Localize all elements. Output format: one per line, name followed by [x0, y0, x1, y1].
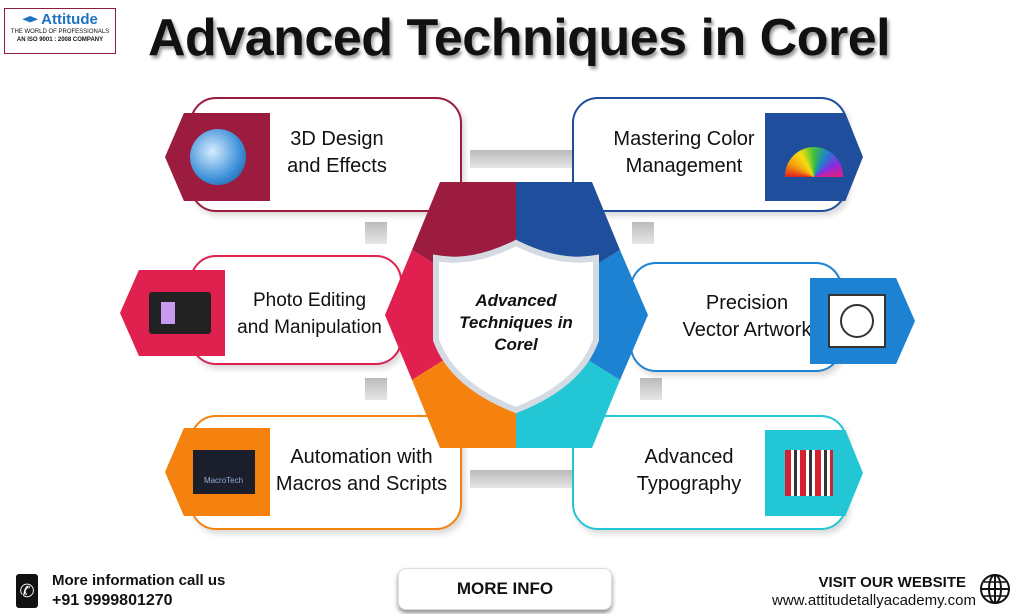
card-title-line: Macros and Scripts: [275, 473, 448, 495]
connector: [365, 222, 387, 244]
icon-tab-photo: [120, 270, 225, 356]
card-title-line: 3D Design: [290, 128, 384, 150]
icon-tab-vector: [810, 278, 915, 364]
icon-tab-color: [765, 113, 863, 201]
card-title-line: Vector Artwork: [682, 319, 812, 341]
card-title-line: and Manipulation: [237, 317, 382, 338]
website-link[interactable]: www.attitudetallyacademy.com: [772, 592, 976, 609]
logo-tagline: THE WORLD OF PROFESSIONALS: [10, 29, 110, 35]
center-label-line: Advanced: [475, 291, 557, 310]
card-title-line: Mastering Color: [613, 128, 755, 150]
typography-poster-icon: [785, 450, 833, 496]
connector: [640, 378, 662, 400]
call-label: More information call us: [52, 572, 226, 589]
connector: [470, 150, 575, 168]
icon-tab-typography: [765, 430, 863, 516]
visit-website-label: VISIT OUR WEBSITE: [818, 574, 966, 591]
3d-swirl-icon: [189, 129, 246, 185]
center-label-line: Techniques in: [459, 313, 573, 332]
card-title-line: and Effects: [287, 155, 387, 177]
globe-icon: [980, 574, 1010, 604]
phone-number[interactable]: +91 9999801270: [52, 592, 173, 609]
more-info-button[interactable]: MORE INFO: [398, 568, 612, 610]
company-logo: Attitude THE WORLD OF PROFESSIONALS AN I…: [4, 8, 116, 54]
crosshair-icon: [827, 294, 886, 348]
logo-brand: Attitude: [41, 11, 98, 28]
logo-iso: AN ISO 9001 : 2008 COMPANY: [16, 37, 104, 43]
card-title-line: Automation with: [290, 446, 433, 468]
card-title-line: Management: [625, 155, 743, 177]
icon-tab-automation: MacroTech: [165, 428, 270, 516]
page-title: Advanced Techniques in Corel: [148, 9, 891, 67]
center-label-line: Corel: [494, 335, 538, 354]
macrotech-icon: MacroTech: [192, 450, 255, 494]
card-title-line: Precision: [705, 292, 789, 314]
card-title-line: Typography: [636, 473, 742, 495]
card-photo-editing: Photo Editing and Manipulation: [190, 255, 402, 365]
card-title-line: Photo Editing: [252, 290, 367, 311]
graduation-cap-icon: [22, 16, 39, 23]
center-shield: [433, 239, 599, 414]
photo-editor-icon: [148, 292, 211, 334]
connector: [470, 470, 575, 488]
center-label: Advanced Techniques in Corel: [436, 290, 596, 356]
phone-icon: ✆: [16, 574, 38, 608]
card-title-line: Advanced: [644, 446, 734, 468]
icon-tab-3d: [165, 113, 270, 201]
connector: [632, 222, 654, 244]
connector: [365, 378, 387, 400]
